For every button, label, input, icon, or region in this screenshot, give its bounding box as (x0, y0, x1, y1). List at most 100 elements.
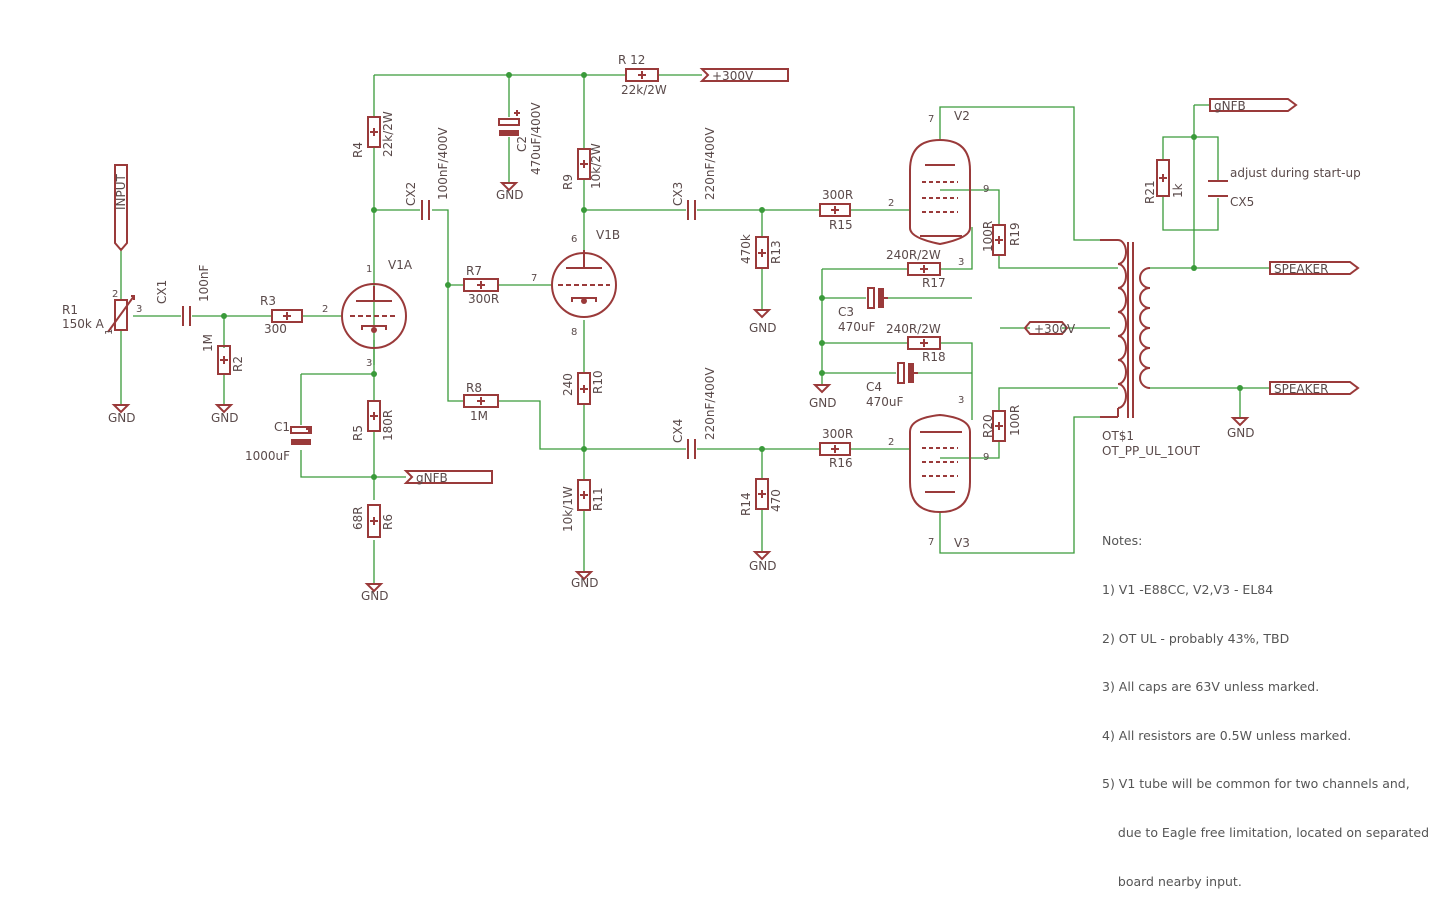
label-c1-value: 1000uF (245, 449, 290, 463)
gnd-label: GND (108, 411, 136, 425)
tube-v1b (551, 250, 617, 318)
note-line: 4) All resistors are 0.5W unless marked. (1102, 727, 1352, 743)
gnd-label: GND (749, 321, 777, 335)
label-c4-value: 470uF (866, 395, 904, 409)
resistor-r18 (907, 336, 941, 350)
resistor-r2 (217, 345, 231, 375)
label-r1-ref: R1 (62, 303, 78, 317)
resistor-r3 (271, 309, 303, 323)
gnd-symbols (111, 182, 1250, 593)
port-gnfb-top-label: gNFB (1214, 99, 1246, 113)
svg-text:6: 6 (571, 234, 577, 245)
cap-cx1 (182, 306, 191, 326)
note-line: 5) V1 tube will be common for two channe… (1102, 776, 1410, 792)
tube-v2 (909, 138, 971, 246)
resistor-r14 (755, 478, 769, 510)
note-line: 2) OT UL - probably 43%, TBD (1102, 630, 1290, 646)
svg-text:1: 1 (104, 329, 115, 335)
label-r7-ref: R7 (466, 264, 482, 278)
label-r12-value: 22k/2W (621, 83, 667, 97)
label-r18-ref: R18 (922, 350, 946, 364)
gnd-label: GND (571, 576, 599, 590)
label-cx4-value: 220nF/400V (703, 367, 717, 440)
wires (120, 74, 1270, 584)
resistor-r17 (907, 262, 941, 276)
label-r4-ref: R4 (351, 142, 365, 158)
resistor-r6 (367, 504, 381, 538)
note-line: 1) V1 -E88CC, V2,V3 - EL84 (1102, 582, 1274, 598)
label-r11-value: 10k/1W (561, 486, 575, 532)
label-r8-ref: R8 (466, 381, 482, 395)
labels: R1 150k A CX1 100nF 1M R2 R3 300 R4 22k/… (62, 53, 1361, 603)
label-r20-ref: R20 (981, 414, 995, 438)
resistor-r8 (463, 394, 499, 408)
label-r21-value: 1k (1171, 183, 1185, 198)
label-r17-ref: R17 (922, 276, 946, 290)
label-cx3-value: 220nF/400V (703, 127, 717, 200)
svg-text:2: 2 (112, 289, 118, 300)
label-r5-value: 180R (381, 410, 395, 441)
resistor-r9 (577, 148, 591, 180)
label-r13-value: 470k (739, 234, 753, 264)
label-r9-ref: R9 (561, 174, 575, 190)
svg-text:2: 2 (322, 304, 328, 315)
label-ot-value: OT_PP_UL_1OUT (1102, 444, 1201, 458)
svg-text:3: 3 (366, 358, 372, 369)
label-r3-value: 300 (264, 322, 287, 336)
port-speaker-bot-label: SPEAKER (1274, 382, 1328, 396)
cap-c3 (867, 287, 888, 309)
label-cx5-ref: CX5 (1230, 195, 1254, 209)
svg-text:3: 3 (136, 304, 142, 315)
label-r21-ref: R21 (1143, 180, 1157, 204)
port-b300-mid-label: +300V (1034, 322, 1076, 336)
resistor-r1 (107, 295, 135, 333)
label-v2: V2 (954, 109, 970, 123)
svg-text:9: 9 (983, 452, 989, 463)
resistor-r13 (755, 236, 769, 269)
label-cx2-ref: CX2 (404, 182, 418, 206)
output-transformer (1100, 239, 1151, 418)
cap-cx4 (687, 439, 696, 459)
tube-v3 (909, 413, 971, 514)
label-c4-ref: C4 (866, 380, 882, 394)
svg-text:7: 7 (928, 114, 934, 125)
label-cx4-ref: CX4 (671, 419, 685, 443)
label-r20-value: 100R (1008, 405, 1022, 436)
junction-dots (221, 72, 1243, 480)
resistor-r20 (992, 410, 1006, 442)
svg-text:9: 9 (983, 184, 989, 195)
label-r3-ref: R3 (260, 294, 276, 308)
gnd-label: GND (1227, 426, 1255, 440)
label-r1-value: 150k A (62, 317, 105, 331)
cap-c2 (498, 110, 520, 136)
label-r4-value: 22k/2W (381, 111, 395, 157)
label-r5-ref: R5 (351, 425, 365, 441)
gnd-label: GND (809, 396, 837, 410)
label-r2-ref: R2 (231, 356, 245, 372)
label-c2-value: 470uF/400V (529, 102, 543, 175)
label-r15-ref: R15 (829, 218, 853, 232)
port-gnfb-mid-label: gNFB (416, 471, 448, 485)
svg-text:3: 3 (958, 257, 964, 268)
label-r14-ref: R14 (739, 492, 753, 516)
port-b300-top-label: +300V (712, 69, 754, 83)
label-r6-ref: R6 (381, 514, 395, 530)
note-line: board nearby input. (1102, 873, 1242, 889)
label-v1a: V1A (388, 258, 413, 272)
label-r19-value: 100R (981, 221, 995, 252)
label-c2-ref: C2 (515, 136, 529, 152)
label-r9-value: 10k/2W (589, 143, 603, 189)
label-r8-value: 1M (470, 409, 488, 423)
gnd-label: GND (361, 589, 389, 603)
resistor-r12 (625, 68, 659, 82)
tube-v1a (341, 283, 407, 349)
gnd-label: GND (211, 411, 239, 425)
cap-c4 (897, 362, 918, 384)
label-r10-ref: R10 (591, 370, 605, 394)
label-cx5-value: adjust during start-up (1230, 166, 1361, 180)
label-ot-ref: OT$1 (1102, 429, 1134, 443)
label-c3-value: 470uF (838, 320, 876, 334)
resistor-r21 (1156, 159, 1170, 197)
label-r17-value: 240R/2W (886, 248, 941, 262)
svg-text:3: 3 (958, 395, 964, 406)
